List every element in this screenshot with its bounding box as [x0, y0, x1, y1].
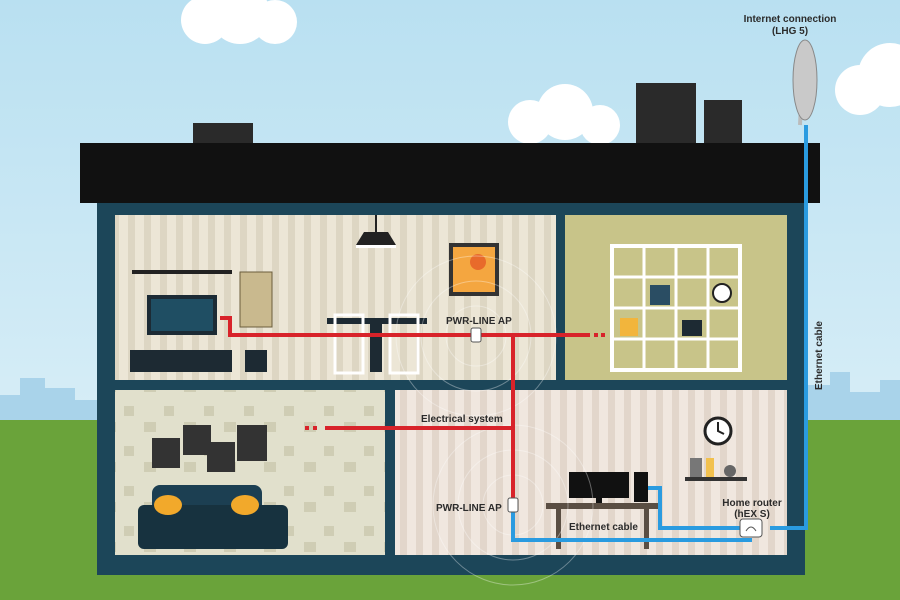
roof: [80, 143, 820, 203]
wall-frames: [152, 425, 267, 472]
powerline-ap-top: [470, 327, 482, 343]
painting: [449, 243, 499, 296]
label-ethernet-cable: Ethernet cable: [569, 522, 638, 533]
lhg-antenna-icon: [792, 39, 818, 126]
electrical-dots: [305, 333, 605, 430]
label-internet-device: (LHG 5): [772, 26, 808, 37]
clouds: [181, 0, 900, 145]
label-pwr-line-ap-top: PWR-LINE AP: [446, 316, 512, 327]
wall-shelf: [685, 458, 747, 481]
tv-unit: [130, 270, 273, 372]
label-ethernet-cable-vertical: Ethernet cable: [814, 321, 825, 390]
ceiling-lamp: [356, 215, 396, 248]
label-home-router: Home router: [722, 498, 782, 509]
chimneys: [193, 83, 742, 145]
label-home-router-device: (hEX S): [734, 509, 770, 520]
powerline-ap-bottom: [507, 497, 519, 513]
label-pwr-line-ap-bottom: PWR-LINE AP: [436, 503, 502, 514]
electrical-wiring: [220, 316, 590, 500]
sofa: [138, 485, 288, 549]
label-electrical-system: Electrical system: [421, 414, 503, 425]
city-skyline: [0, 372, 900, 425]
bookshelf: [610, 244, 742, 372]
wall-clock: [703, 416, 733, 446]
ethernet-cabling: [511, 125, 808, 542]
home-router-icon: [739, 518, 763, 538]
desk-computer: [546, 472, 658, 549]
label-internet-connection: Internet connection: [744, 14, 837, 25]
